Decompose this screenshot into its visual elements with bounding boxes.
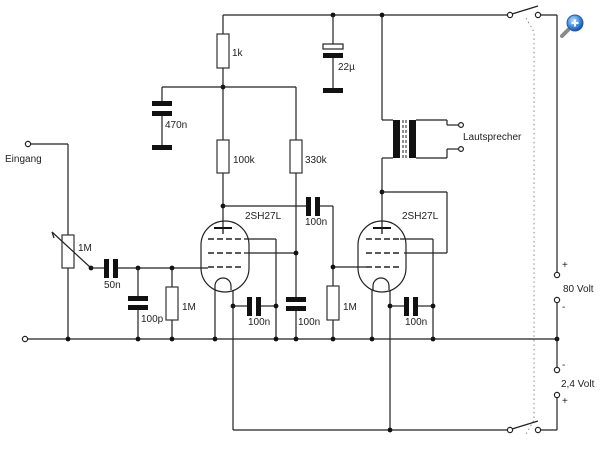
supply-2v4-plus-terminal[interactable] — [553, 391, 561, 399]
junction — [273, 303, 279, 309]
input-terminal[interactable] — [24, 140, 32, 148]
output-transformer — [382, 119, 460, 159]
supply-80v-plus-sign: + — [562, 260, 568, 271]
supply-2v4-plus-sign: + — [562, 396, 568, 407]
capacitor-cathode2-label: 100n — [405, 317, 427, 328]
junction — [430, 303, 436, 309]
power-switch-bottom[interactable] — [506, 420, 542, 434]
switch-mechanical-link — [525, 17, 535, 435]
magnifier-plus-icon — [560, 14, 584, 38]
speaker-label: Lautsprecher — [463, 132, 522, 143]
supply-80v-label: 80 Volt — [563, 284, 594, 295]
ground-rail — [21, 335, 560, 343]
input-label: Eingang — [5, 154, 42, 165]
capacitor-coupling-label: 100n — [305, 217, 327, 228]
resistor-grid2-1m — [326, 285, 340, 321]
tube-v2-label: 2SH27L — [402, 211, 439, 222]
resistor-grid1-label: 1M — [182, 302, 196, 313]
top-rail — [223, 14, 558, 264]
capacitor-cathode1-100n — [247, 297, 261, 316]
junction — [379, 12, 385, 18]
capacitor-470n — [152, 87, 172, 150]
junction — [293, 250, 299, 256]
resistor-100k-label: 100k — [233, 155, 256, 166]
resistor-grid1-1m — [165, 286, 179, 321]
capacitor-100p-label: 100p — [141, 314, 164, 325]
capacitor-22u — [322, 12, 344, 93]
supply-80v-plus-terminal[interactable] — [553, 271, 561, 279]
resistor-1k — [216, 33, 230, 69]
resistor-100k — [216, 139, 230, 174]
supply-2v4-label: 2,4 Volt — [561, 379, 595, 390]
potentiometer-label: 1M — [78, 243, 92, 254]
capacitor-22u-label: 22µ — [338, 62, 355, 73]
capacitor-cathode1-label: 100n — [248, 317, 270, 328]
tube-v1-label: 2SH27L — [245, 211, 282, 222]
resistor-1k-label: 1k — [232, 48, 244, 59]
bottom-rail — [233, 427, 557, 433]
supply-2v4-minus-sign: - — [562, 360, 565, 371]
capacitor-50n-label: 50n — [104, 280, 121, 291]
capacitor-50n — [104, 259, 118, 278]
speaker-terminal-2[interactable] — [458, 146, 465, 153]
tube-v1 — [200, 220, 250, 293]
resistor-grid2-label: 1M — [343, 302, 357, 313]
power-switch-top[interactable] — [506, 5, 542, 19]
capacitor-cathode2-100n — [404, 297, 418, 316]
resistor-330k-label: 330k — [305, 155, 328, 166]
supply-80v-minus-sign: - — [562, 302, 565, 313]
resistor-330k — [289, 139, 303, 174]
zoom-in-button[interactable] — [560, 12, 586, 38]
supply-80v-minus-terminal[interactable] — [553, 296, 561, 304]
capacitor-screen-100n — [286, 297, 306, 339]
supply-2v4-minus-terminal[interactable] — [553, 366, 561, 374]
capacitor-470n-label: 470n — [165, 120, 187, 131]
capacitor-coupling-100n — [306, 197, 320, 216]
capacitor-screen-label: 100n — [298, 317, 320, 328]
junction — [330, 264, 336, 270]
speaker-terminal-1[interactable] — [458, 121, 465, 128]
tube-v2 — [357, 220, 407, 293]
capacitor-100p — [128, 268, 148, 339]
